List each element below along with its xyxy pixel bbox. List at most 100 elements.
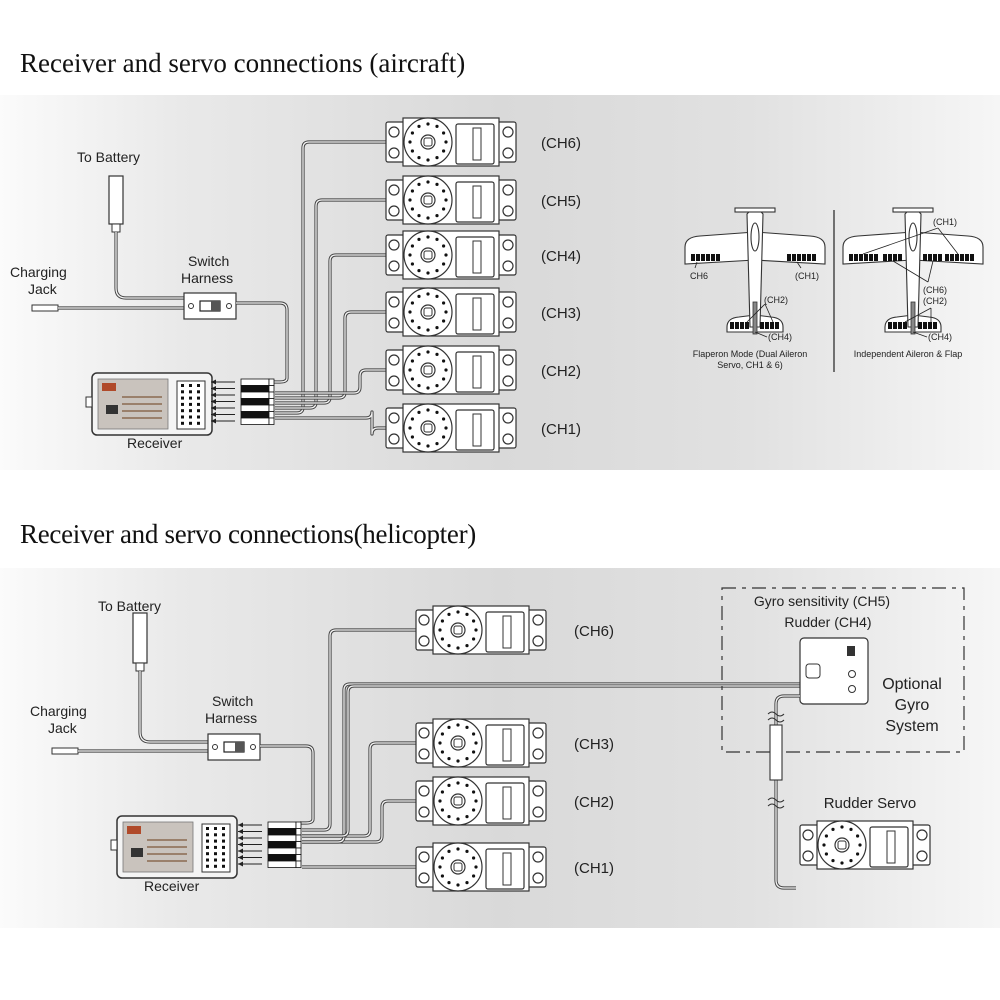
rudder-servo bbox=[799, 820, 931, 870]
servo-ch4 bbox=[385, 230, 517, 280]
plane-independent-mode: (CH1)(CH6)(CH2)(CH4)Independent Aileron … bbox=[842, 207, 984, 359]
ch6-label: CH6 bbox=[690, 271, 708, 281]
arrow-icon bbox=[238, 855, 243, 860]
servo-channel-label: (CH1) bbox=[541, 421, 581, 438]
servo-ch5 bbox=[385, 175, 517, 225]
switch-toggle bbox=[211, 301, 220, 311]
servo-channel-label: (CH3) bbox=[574, 736, 614, 753]
ch4-label: (CH4) bbox=[768, 332, 792, 342]
optional-gyro-system: Gyro sensitivity (CH5)Rudder (CH4)Option… bbox=[721, 587, 965, 753]
battery-wire bbox=[138, 671, 208, 744]
servo-wire bbox=[275, 410, 386, 436]
servo-wire bbox=[275, 253, 386, 405]
receiver bbox=[85, 372, 213, 436]
gyro-trim-icon bbox=[848, 685, 856, 693]
ch1-label: (CH1) bbox=[795, 271, 819, 281]
switch-harness bbox=[183, 292, 237, 320]
gyro-title: Gyro sensitivity (CH5) bbox=[754, 593, 890, 609]
optional-gyro-label: Gyro bbox=[895, 697, 930, 714]
servo-channel-label: (CH6) bbox=[574, 623, 614, 640]
servo-channel-label: (CH2) bbox=[574, 794, 614, 811]
charging-jack-label: Jack bbox=[48, 720, 78, 736]
gyro-title: Rudder (CH4) bbox=[784, 614, 871, 630]
servo-channel-label: (CH1) bbox=[574, 860, 614, 877]
to-battery-label: To Battery bbox=[77, 149, 140, 165]
servo-channel-label: (CH4) bbox=[541, 248, 581, 265]
servo-ch2 bbox=[415, 776, 547, 826]
leader-line bbox=[796, 261, 802, 269]
wire-break-icon bbox=[767, 711, 785, 723]
ch6-label: (CH6) bbox=[923, 285, 947, 295]
canopy bbox=[750, 222, 760, 252]
charging-jack-label: Jack bbox=[28, 281, 58, 297]
servo-ch6 bbox=[415, 605, 547, 655]
to-battery-label: To Battery bbox=[98, 598, 161, 614]
leader-line bbox=[912, 331, 928, 338]
rudder bbox=[752, 301, 758, 335]
optional-gyro-label: System bbox=[885, 718, 938, 735]
servo-wire bbox=[302, 741, 416, 838]
leader-line bbox=[746, 303, 774, 323]
extension-connector bbox=[769, 724, 783, 781]
receiver-label: Receiver bbox=[144, 878, 200, 894]
servo-wire bbox=[275, 310, 386, 400]
helicopter-heading: Receiver and servo connections(helicopte… bbox=[20, 519, 476, 549]
ch2-label: (CH2) bbox=[923, 296, 947, 306]
servo-channel-label: (CH2) bbox=[541, 363, 581, 380]
ch2-label: (CH2) bbox=[764, 295, 788, 305]
plug-bundle bbox=[238, 821, 302, 868]
to-battery-connector bbox=[132, 612, 148, 672]
arrow-icon bbox=[211, 392, 216, 398]
servo-channel-label: (CH5) bbox=[541, 193, 581, 210]
arrow-icon bbox=[238, 822, 243, 828]
servo-ch3 bbox=[385, 287, 517, 337]
to-battery-connector bbox=[108, 175, 124, 233]
arrow-icon bbox=[211, 399, 216, 404]
servo-wire bbox=[275, 368, 386, 395]
propeller bbox=[734, 207, 776, 213]
switch-harness-label: Harness bbox=[205, 710, 257, 726]
charging-jack-plug bbox=[51, 747, 79, 755]
servo-ch2 bbox=[385, 345, 517, 395]
leader-line bbox=[892, 260, 934, 283]
arrow-icon bbox=[238, 848, 243, 854]
arrow-icon bbox=[211, 405, 216, 411]
gyro-wire bbox=[302, 682, 800, 844]
leader-line bbox=[694, 261, 698, 269]
servo-wire bbox=[275, 198, 386, 410]
servo-channel-label: (CH3) bbox=[541, 305, 581, 322]
switch-to-receiver-wire bbox=[260, 744, 315, 825]
servo-channel-label: (CH6) bbox=[541, 135, 581, 152]
servo-ch3 bbox=[415, 718, 547, 768]
switch-to-receiver-wire bbox=[236, 301, 289, 384]
charging-jack-label: Charging bbox=[10, 264, 67, 280]
switch-toggle bbox=[235, 742, 244, 752]
switch-harness bbox=[207, 733, 261, 761]
plane-caption: Independent Aileron & Flap bbox=[854, 349, 963, 359]
leader-line bbox=[754, 331, 768, 338]
switch-harness-label: Harness bbox=[181, 270, 233, 286]
servo-wire bbox=[275, 140, 386, 415]
gyro-wire bbox=[302, 684, 800, 838]
servo-ch1 bbox=[385, 403, 517, 453]
charging-jack-plug bbox=[31, 304, 59, 312]
servo-ch1 bbox=[415, 842, 547, 892]
plug-bundle bbox=[211, 378, 275, 425]
servo-ch6 bbox=[385, 117, 517, 167]
leader-line bbox=[904, 307, 932, 323]
leader-line bbox=[862, 227, 959, 255]
propeller bbox=[892, 207, 934, 213]
rudder-servo-wire bbox=[774, 694, 800, 890]
receiver-label: Receiver bbox=[127, 435, 183, 451]
plane-caption: Flaperon Mode (Dual Aileron bbox=[693, 349, 808, 359]
dashed-boundary bbox=[721, 587, 965, 753]
switch-harness-label: Switch bbox=[212, 693, 253, 709]
plane-caption: Servo, CH1 & 6) bbox=[717, 360, 783, 370]
arrow-icon bbox=[211, 379, 216, 385]
arrow-icon bbox=[211, 386, 216, 391]
arrow-icon bbox=[238, 835, 243, 841]
plane-flaperon-mode: CH6 (CH1) (CH2) (CH4) Flaperon Mode (Dual Ai… bbox=[684, 207, 826, 370]
battery-wire bbox=[114, 232, 184, 300]
gyro-trim-icon bbox=[848, 670, 856, 678]
